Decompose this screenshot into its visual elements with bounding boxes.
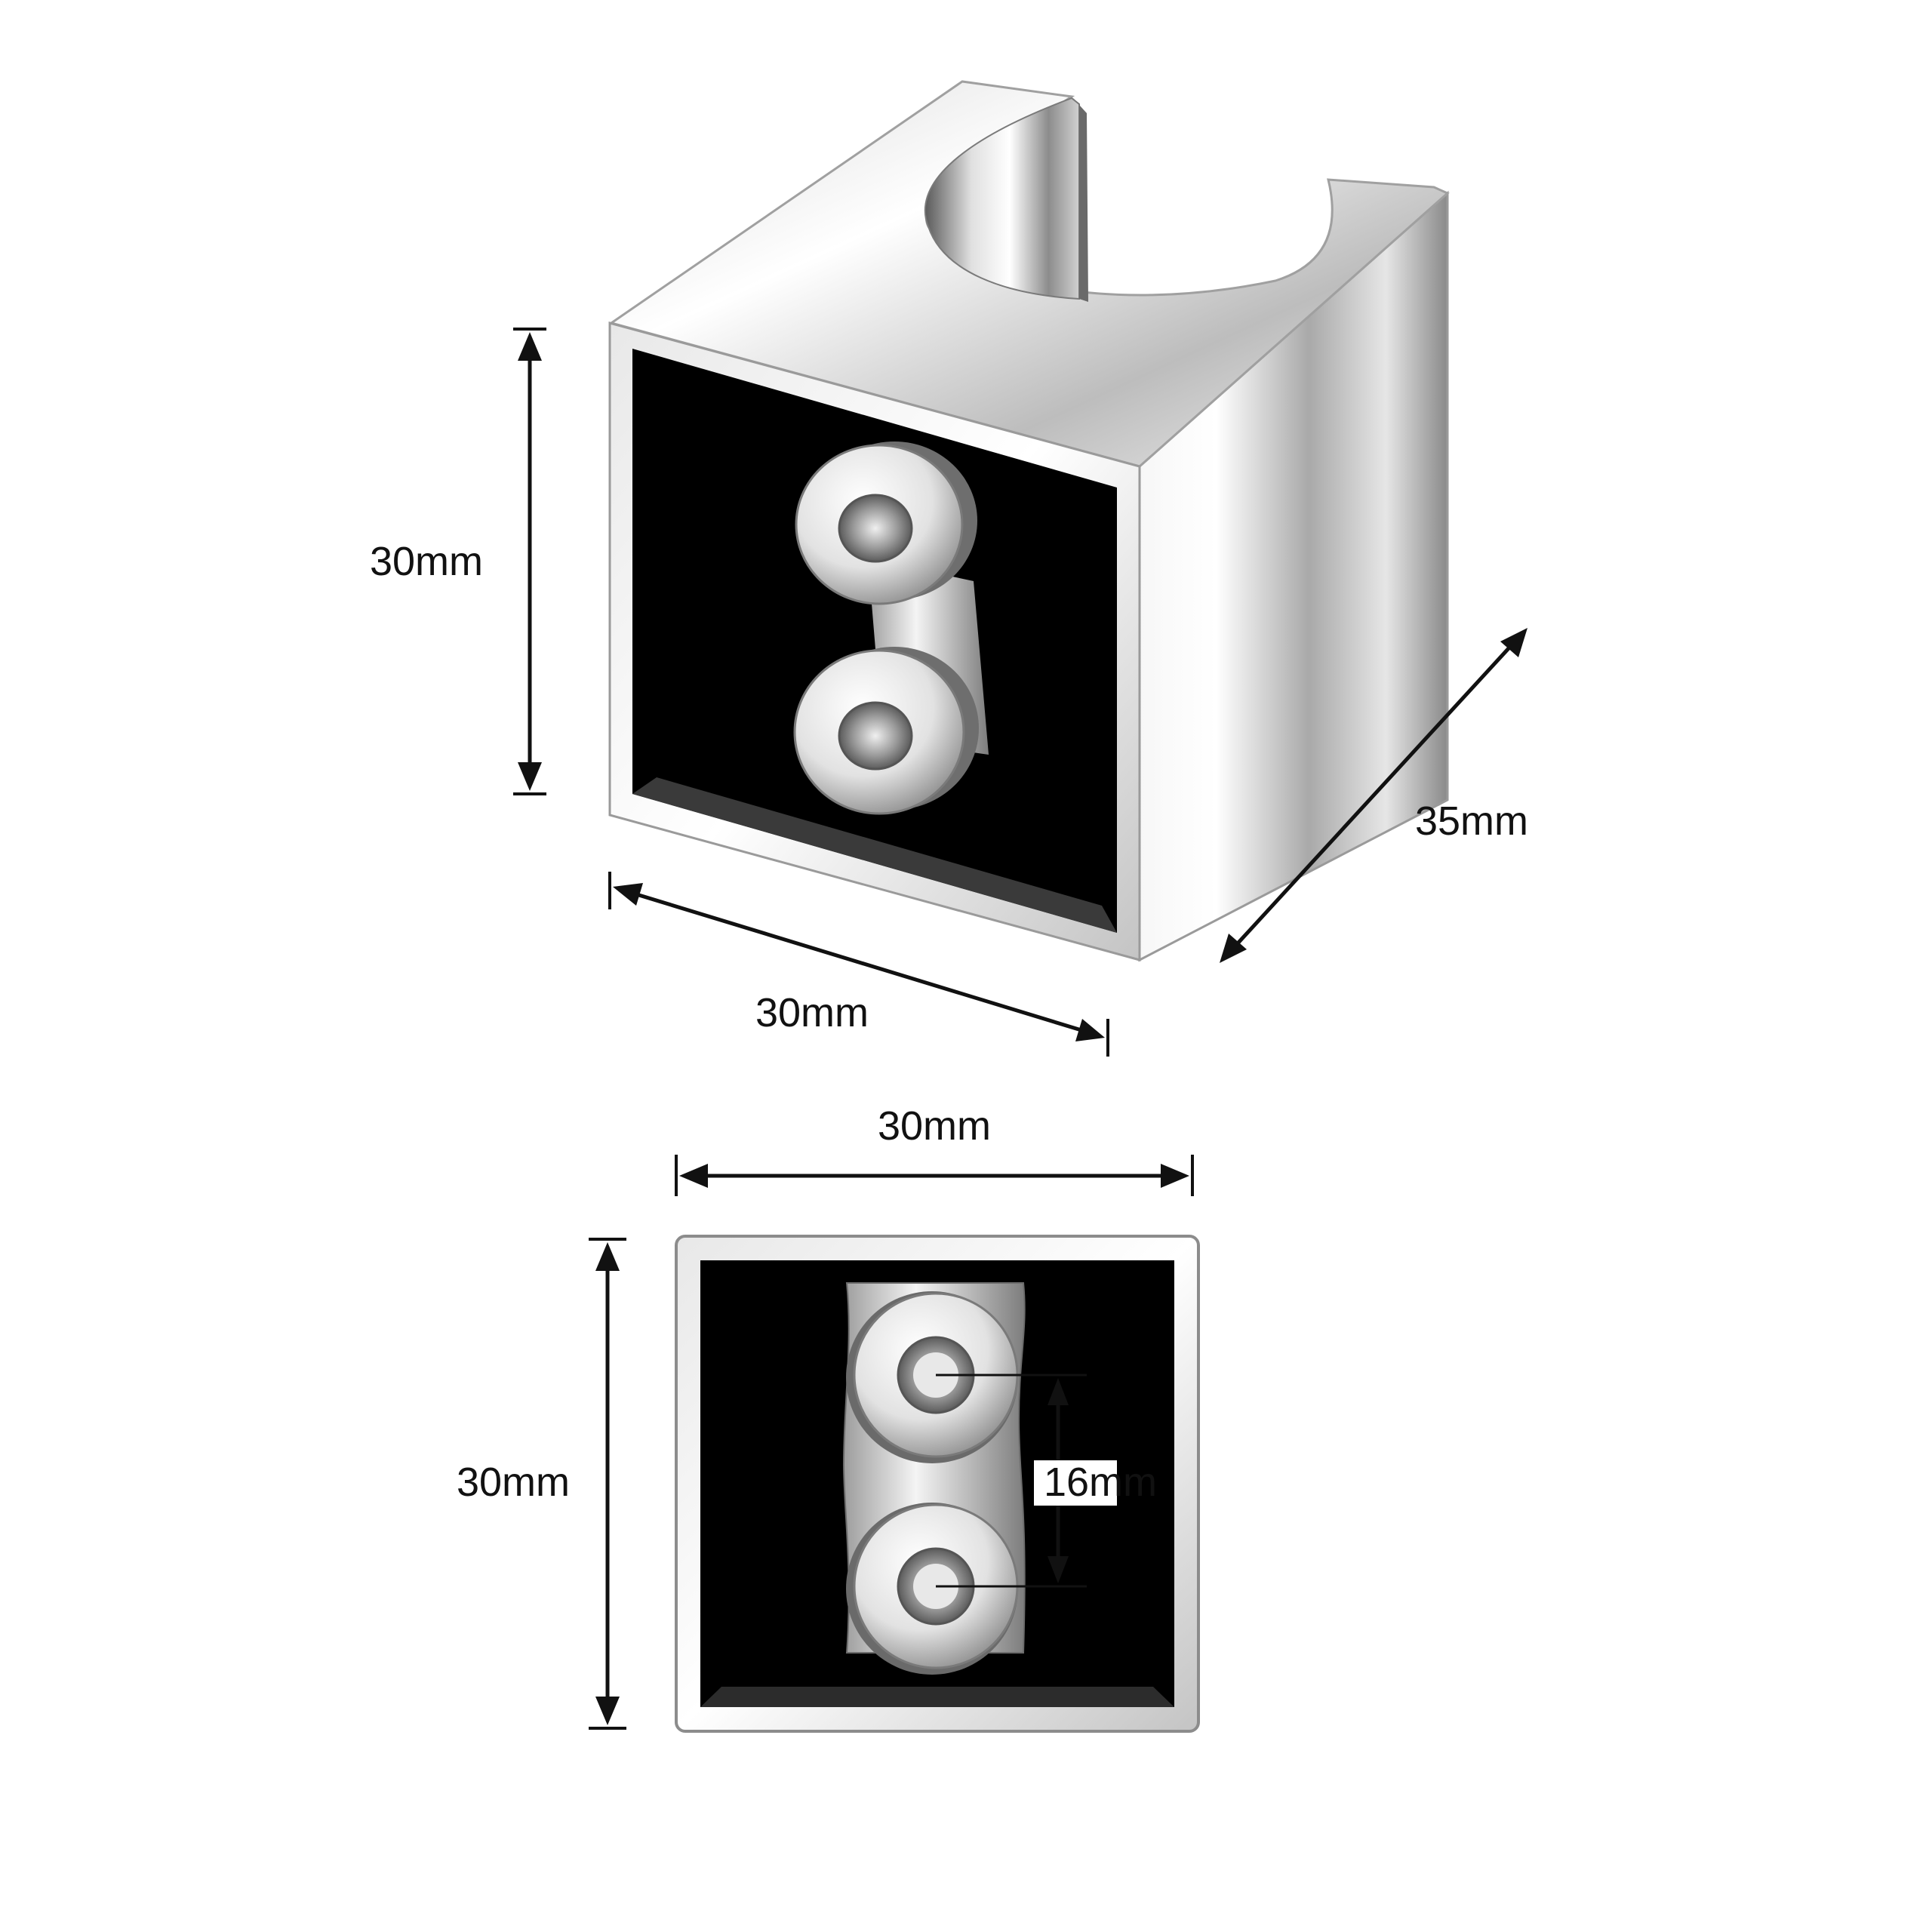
- slot-inner-surface: [924, 97, 1080, 300]
- front-view-cavity-inner: [700, 1687, 1174, 1707]
- hole-spacing-dimension: 16mm: [936, 1374, 1157, 1588]
- perspective-view: [608, 80, 1450, 962]
- front-view-lower-washer: [846, 1503, 1019, 1675]
- hole-spacing-label: 16mm: [1044, 1460, 1157, 1505]
- front-height-label: 30mm: [457, 1460, 570, 1505]
- perspective-height-label: 30mm: [370, 539, 483, 584]
- perspective-width-label: 30mm: [755, 990, 869, 1035]
- front-height-dimension: 30mm: [457, 1238, 626, 1730]
- perspective-width-dimension: 30mm: [608, 872, 1109, 1057]
- front-view: [675, 1235, 1200, 1733]
- perspective-depth-label: 35mm: [1415, 798, 1528, 844]
- front-width-dimension: 30mm: [675, 1103, 1194, 1196]
- slot-back-wall: [1072, 97, 1088, 302]
- lower-screw-washer: [793, 647, 979, 815]
- cavity-inner-bottom: [632, 777, 1117, 933]
- perspective-depth-dimension: 35mm: [1220, 628, 1528, 963]
- front-view-upper-washer: [846, 1291, 1019, 1463]
- perspective-height-dimension: 30mm: [370, 328, 546, 795]
- upper-screw-washer: [795, 441, 977, 605]
- front-width-label: 30mm: [878, 1103, 991, 1149]
- front-cavity: [632, 349, 1117, 933]
